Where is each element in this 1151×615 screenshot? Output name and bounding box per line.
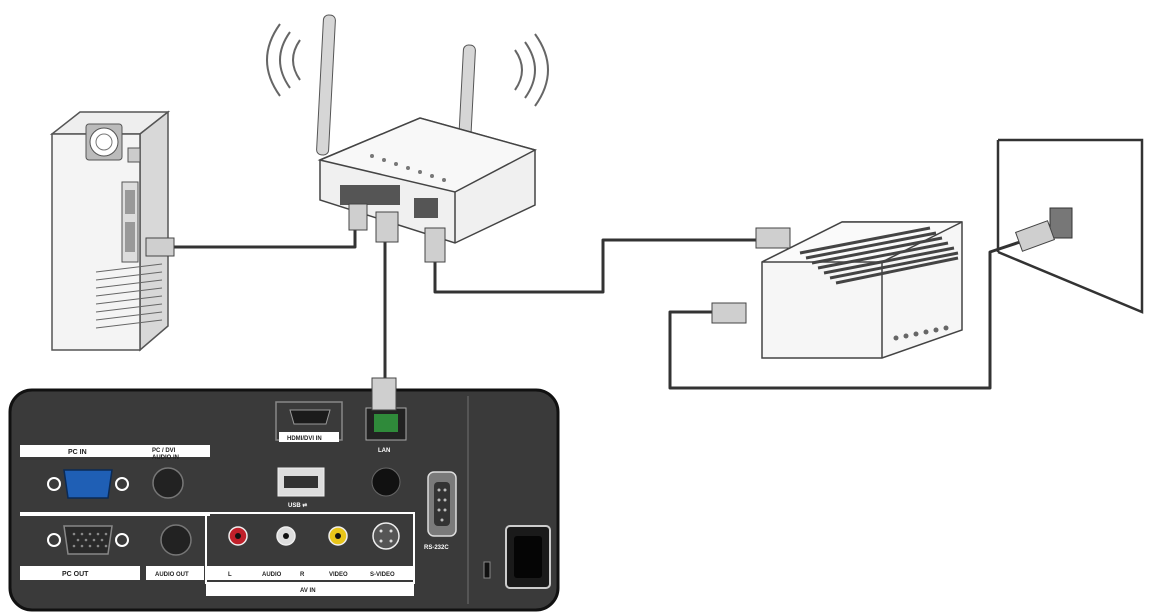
router-modem-cable (433, 238, 760, 294)
audio-out-label: AUDIO OUT (155, 572, 189, 578)
router-antenna-left (316, 14, 336, 156)
av-in-label: AV IN (300, 588, 316, 594)
wireless-router (266, 14, 549, 263)
video-label: VIDEO (329, 572, 348, 578)
rs232c-label: RS-232C (424, 545, 449, 551)
s-video-port[interactable] (372, 522, 400, 550)
audio-label: AUDIO (262, 572, 282, 578)
s-video-label: S-VIDEO (370, 572, 395, 578)
modem-wall-cable (668, 240, 1021, 390)
usb-label: USB ⮂ (288, 502, 307, 509)
pc-in-vga-port[interactable] (63, 469, 113, 499)
cables (170, 228, 1021, 390)
wall-jack (996, 138, 1144, 314)
pc-out-label: PC OUT (62, 571, 89, 578)
lan-label: LAN (378, 448, 390, 454)
pc-in-label: PC IN (68, 449, 87, 456)
display-rear-panel: PC IN PC / DVI AUDIO IN PC OUT AUDIO OUT… (8, 377, 560, 612)
pc-out-vga-port[interactable] (63, 525, 113, 555)
audio-out-jack[interactable] (160, 524, 192, 556)
remote-socket[interactable] (371, 467, 401, 497)
hdmi-dvi-in-port[interactable] (289, 409, 331, 425)
pc-dvi-audio-in-label-1: PC / DVI (152, 448, 176, 454)
audio-right-icon: R (300, 572, 305, 578)
audio-left-icon: L (228, 572, 232, 578)
pc-dvi-audio-in-label-2: AUDIO IN (152, 455, 179, 461)
pc-dvi-audio-in-jack[interactable] (152, 467, 184, 499)
wifi-signal-icon (266, 23, 549, 107)
pc-router-cable (170, 228, 357, 249)
desktop-pc (49, 110, 175, 352)
hdmi-dvi-in-label: HDMI/DVI IN (287, 436, 322, 442)
modem (711, 221, 963, 359)
